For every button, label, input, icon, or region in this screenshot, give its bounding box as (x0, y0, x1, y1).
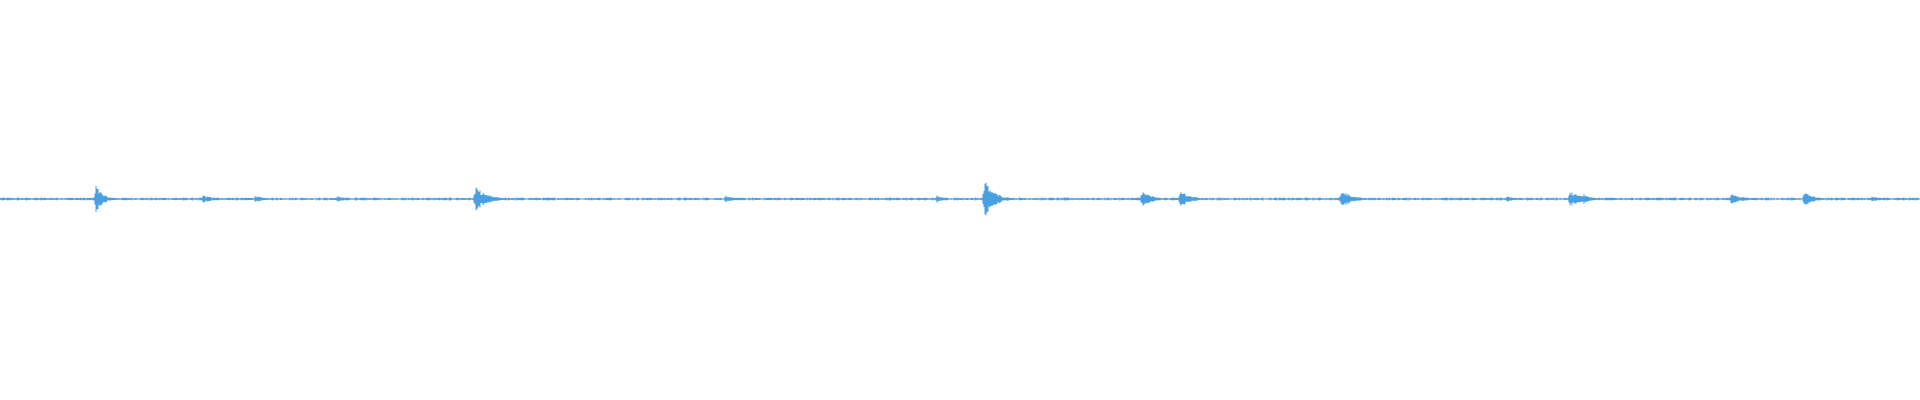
waveform-trace (0, 182, 1920, 216)
